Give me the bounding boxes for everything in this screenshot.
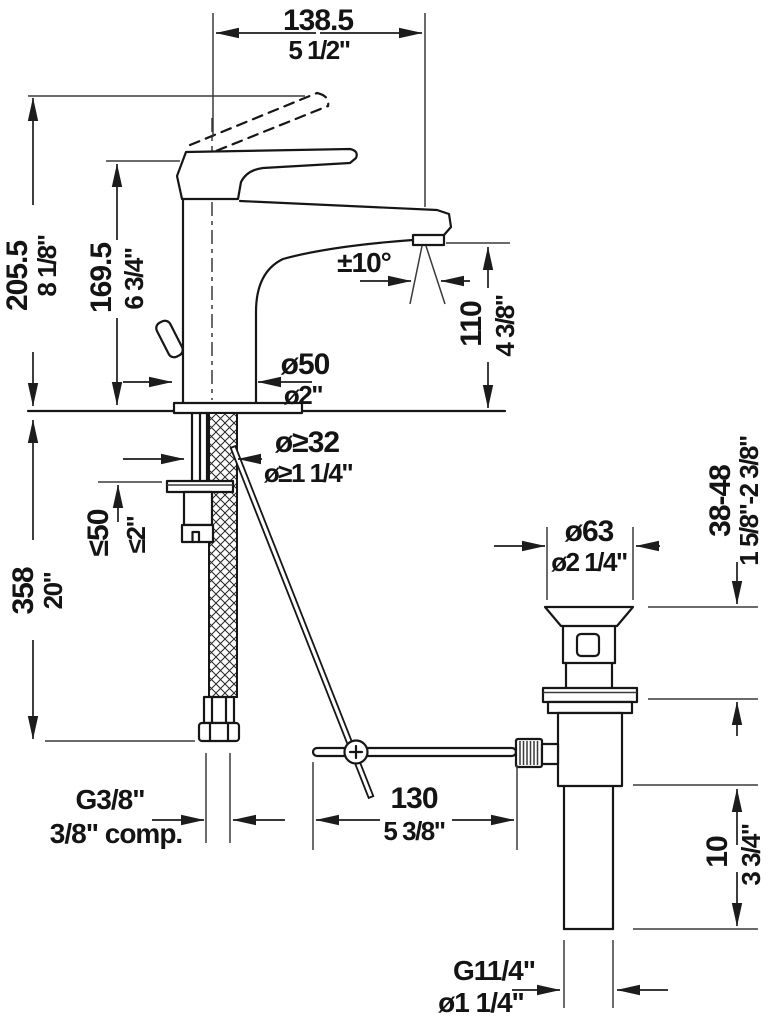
drain-flange: [543, 605, 635, 628]
dim-max-deck-mm: ≤50: [82, 509, 115, 556]
pop-up-lift-rod: [229, 444, 375, 800]
dim-outlet-height-inch: 4 3/8": [490, 295, 520, 356]
dim-below-deck-mm: 358: [7, 567, 40, 614]
rod-knurled-nut: [514, 737, 560, 769]
dim-spray-angle-value: ±10°: [337, 247, 391, 278]
dim-tailpiece-inch: 3 3/4": [736, 824, 766, 885]
dim-lift-rod-length: 130 5 3/8": [312, 762, 518, 850]
dim-drain-dia-inch: ø2 1/4": [551, 547, 627, 577]
dim-body-height: 169.5 6 3/4": [85, 163, 149, 406]
dim-spout-reach-inch: 5 1/2": [288, 35, 349, 65]
overflow-slot: [575, 632, 601, 658]
drain-upper-body: [561, 624, 617, 690]
dim-spout-reach: 138.5 5 1/2": [212, 4, 426, 207]
dim-max-deck-thickness: ≤50 ≤2": [82, 484, 151, 556]
dim-body-diameter-inch: ø2": [284, 380, 322, 410]
installation-set: [165, 411, 375, 800]
mounting-washer: [165, 479, 235, 494]
dim-body-height-mm: 169.5: [85, 243, 118, 313]
dim-spray-angle: ±10°: [337, 247, 470, 287]
supply-note-label: 3/8" comp.: [50, 818, 182, 849]
hose-connector: [202, 695, 236, 725]
dim-drain-height-range: 38-48 1 5/8"-2 3/8": [704, 436, 764, 736]
dim-lift-rod-inch: 5 3/8": [383, 816, 444, 846]
dim-drain-range-inch: 1 5/8"-2 3/8": [734, 436, 764, 566]
dim-total-height-mm: 205.5: [1, 241, 34, 311]
drain-lower-body: [556, 711, 624, 788]
waste-thread-label: G11/4": [453, 955, 535, 986]
dim-drain-dia-mm: ø63: [565, 515, 614, 548]
mounting-nut: [182, 490, 214, 527]
dim-below-deck-length: 358 20": [7, 419, 68, 740]
dim-hole-diameter-mm: ø≥32: [275, 426, 339, 459]
mixer-lever: [175, 147, 358, 201]
water-stream: [409, 245, 446, 305]
reference-lines: [26, 95, 758, 1008]
dim-total-height: 205.5 8 1/8": [1, 97, 62, 407]
dim-tailpiece-length: 10 3 3/4": [701, 788, 766, 927]
flexible-supply-hose: [197, 412, 241, 743]
dim-outlet-height-mm: 110: [455, 301, 488, 347]
drain-gasket-flange: [541, 686, 639, 715]
supply-thread-label: G3/8": [76, 784, 145, 815]
dim-max-deck-inch: ≤2": [121, 517, 151, 554]
dim-waste-connection: G11/4" ø1 1/4": [438, 955, 668, 1018]
dim-spout-reach-mm: 138.5: [283, 4, 353, 37]
pop-up-drain-assembly: [311, 605, 639, 931]
dim-lift-rod-mm: 130: [390, 782, 437, 815]
phillips-cross: [348, 744, 364, 760]
dim-outlet-height: 110 4 3/8": [455, 246, 520, 409]
dim-body-height-inch: 6 3/4": [119, 248, 149, 309]
dim-drain-flange-diameter: ø63 ø2 1/4": [494, 515, 660, 600]
drain-tailpiece: [562, 784, 615, 931]
dim-body-diameter: ø50 ø2": [123, 348, 331, 410]
mixer-lever-raised-dashed: [188, 91, 330, 159]
aerator: [411, 233, 446, 247]
dim-drain-range-mm: 38-48: [704, 465, 737, 537]
dim-tailpiece-mm: 10: [701, 836, 734, 868]
mounting-hardware: [165, 479, 235, 544]
waste-diameter-label: ø1 1/4": [438, 987, 524, 1018]
dim-supply-connection: G3/8" 3/8" comp.: [50, 753, 285, 849]
base-flange: [172, 401, 304, 415]
threaded-shank: [190, 411, 209, 483]
hose-hex-nut: [197, 721, 241, 743]
dim-hole-diameter: ø≥32 ø≥1 1/4": [123, 426, 354, 488]
dim-below-deck-inch: 20": [38, 572, 68, 609]
side-lever-knob: [155, 319, 184, 359]
dim-total-height-inch: 8 1/8": [32, 235, 62, 296]
dim-body-diameter-mm: ø50: [281, 348, 330, 381]
dim-hole-diameter-inch: ø≥1 1/4": [264, 458, 352, 488]
